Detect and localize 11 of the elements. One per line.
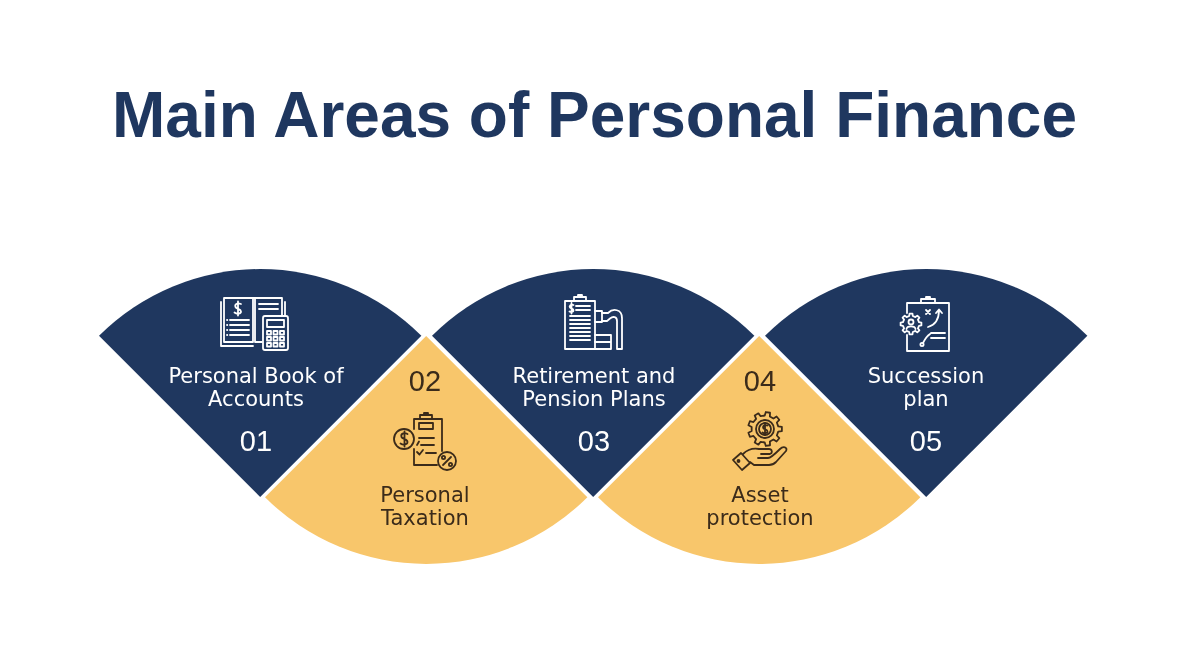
- step-number: 03: [576, 426, 612, 456]
- segment-title: Asset protection: [705, 483, 815, 530]
- step-number: 05: [908, 426, 944, 456]
- page-title: Main Areas of Personal Finance: [112, 83, 1077, 147]
- segment-title: Succession plan: [866, 364, 986, 411]
- step-number: 01: [238, 426, 274, 456]
- step-number: 04: [742, 366, 778, 396]
- segment-title: Retirement and Pension Plans: [511, 364, 677, 411]
- step-number: 02: [407, 366, 443, 396]
- segment-title: Personal Taxation: [379, 483, 471, 530]
- segment-title: Personal Book of Accounts: [167, 364, 345, 411]
